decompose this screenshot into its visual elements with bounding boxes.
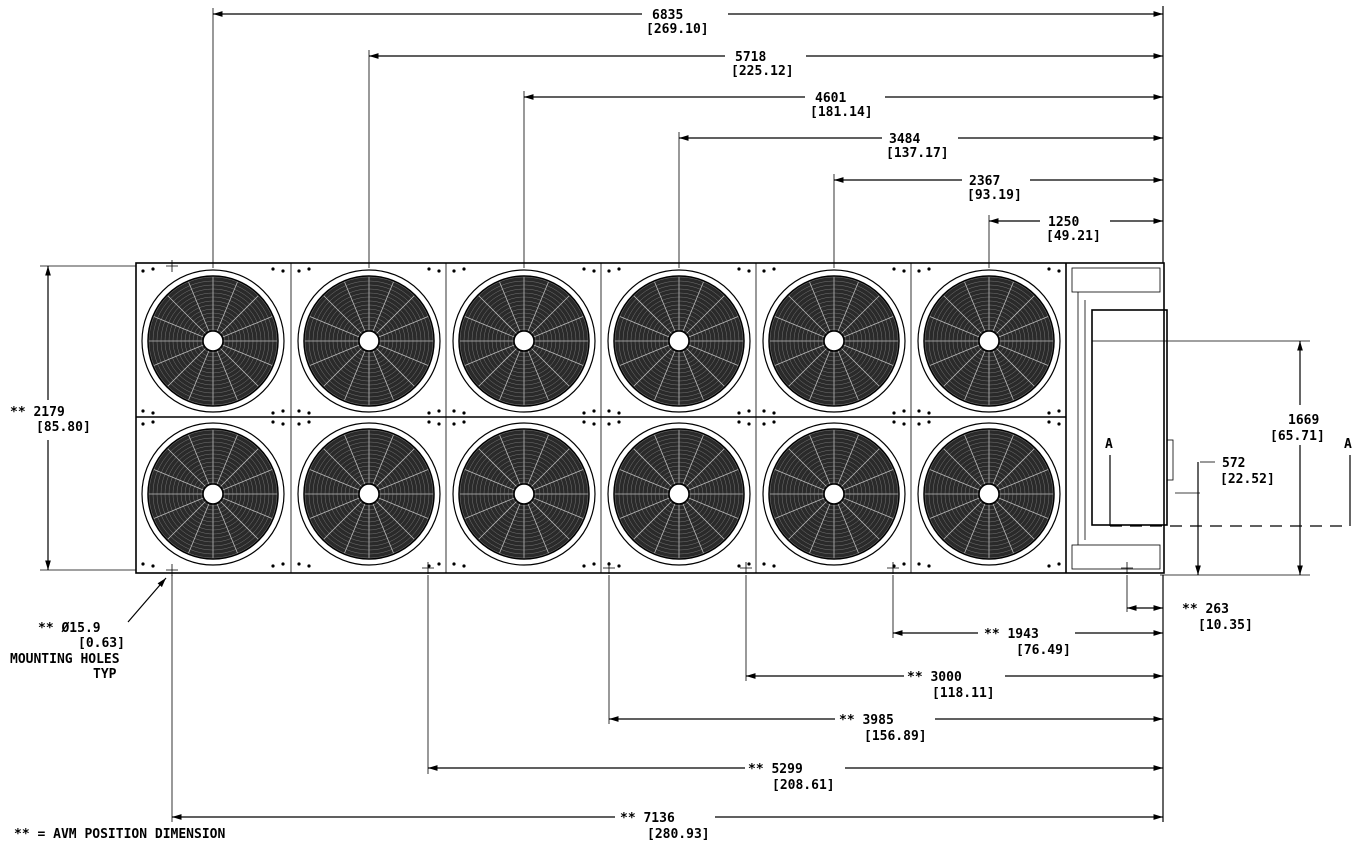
dim-bottom-2-in: [76.49] — [1016, 643, 1071, 658]
fan — [762, 267, 906, 415]
module-dividers — [290, 263, 1067, 573]
left-height-dimension: ** 2179 [85.80] — [10, 265, 136, 571]
dim-bottom-1-mm: ** 263 — [1182, 602, 1229, 617]
dim-top-6-in: [49.21] — [1046, 229, 1101, 244]
dim-top-1-mm: 6835 — [652, 8, 683, 23]
dim-top-6-mm: 1250 — [1048, 215, 1079, 230]
dim-right-small-mm: 572 — [1222, 456, 1245, 471]
fan — [141, 267, 285, 415]
fan-array — [141, 267, 1061, 568]
dim-top-3-mm: 4601 — [815, 91, 846, 106]
dim-height-mm: ** 2179 — [10, 405, 65, 420]
dim-bottom-6-mm: ** 7136 — [620, 811, 675, 826]
hole-label-1: MOUNTING HOLES — [10, 652, 120, 667]
dim-top-4-mm: 3484 — [889, 132, 920, 147]
dim-right-small-in: [22.52] — [1220, 472, 1275, 487]
dim-right-height-mm: 1669 — [1288, 413, 1319, 428]
right-dimensions: 1669 [65.71] 572 [22.52] A A — [1092, 340, 1352, 576]
fan — [607, 420, 751, 568]
dim-top-5-in: [93.19] — [967, 188, 1022, 203]
dim-bottom-6-in: [280.93] — [647, 827, 710, 842]
dim-right-height-in: [65.71] — [1270, 429, 1325, 444]
dim-bottom-3-in: [118.11] — [932, 686, 995, 701]
dim-top-4-in: [137.17] — [886, 146, 949, 161]
bottom-dimensions: ** 263 [10.35] ** 1943 [76.49] ** 3000 [… — [171, 575, 1253, 842]
dim-top-2-in: [225.12] — [731, 64, 794, 79]
dim-bottom-1-in: [10.35] — [1198, 618, 1253, 633]
mounting-hole-callout: ** Ø15.9 [0.63] MOUNTING HOLES TYP — [10, 577, 167, 682]
dim-bottom-3-mm: ** 3000 — [907, 670, 962, 685]
control-box — [1071, 267, 1174, 570]
fan — [762, 420, 906, 568]
fan — [297, 267, 441, 415]
dim-top-1-in: [269.10] — [646, 22, 709, 37]
hole-size: ** Ø15.9 — [38, 621, 101, 636]
fan — [452, 420, 596, 568]
dim-bottom-4-in: [156.89] — [864, 729, 927, 744]
mounting-holes — [166, 260, 1133, 576]
dim-bottom-5-mm: ** 5299 — [748, 762, 803, 777]
dim-height-in: [85.80] — [36, 420, 91, 435]
section-marker-left: A — [1105, 437, 1113, 452]
fan — [607, 267, 751, 415]
dim-bottom-2-mm: ** 1943 — [984, 627, 1039, 642]
fan — [917, 420, 1061, 568]
dim-top-3-in: [181.14] — [810, 105, 873, 120]
hole-size-in: [0.63] — [78, 636, 125, 651]
fan — [141, 420, 285, 568]
section-marker-right: A — [1344, 437, 1352, 452]
dim-bottom-4-mm: ** 3985 — [839, 713, 894, 728]
hole-label-2: TYP — [93, 667, 117, 682]
fan — [917, 267, 1061, 415]
unit-outline — [135, 262, 1165, 574]
dim-bottom-5-in: [208.61] — [772, 778, 835, 793]
legend-note: ** = AVM POSITION DIMENSION — [14, 827, 225, 842]
fan — [452, 267, 596, 415]
dim-top-5-mm: 2367 — [969, 174, 1000, 189]
top-dimensions: 6835 [269.10] 5718 [225.12] 4601 [181.14… — [212, 6, 1164, 268]
fan — [297, 420, 441, 568]
dim-top-2-mm: 5718 — [735, 50, 766, 65]
